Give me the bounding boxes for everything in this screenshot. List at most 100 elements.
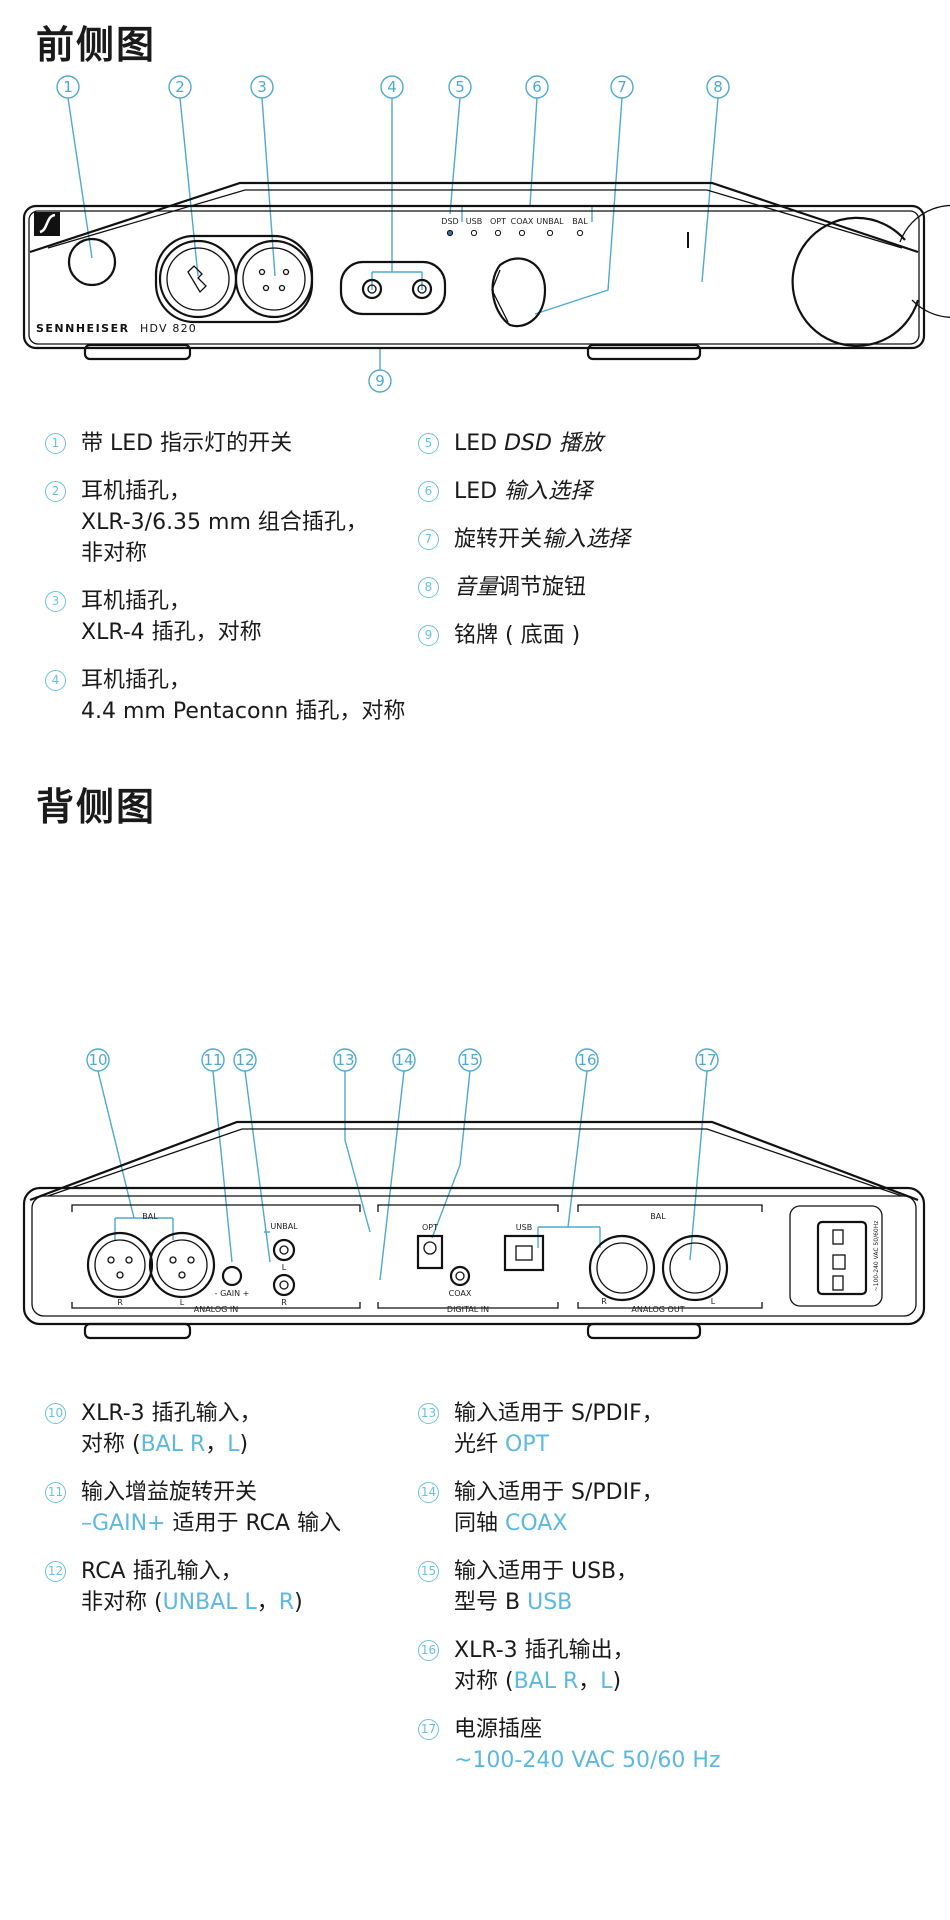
legend-text: 旋转开关 (454, 527, 543, 552)
gain-knob (221, 1265, 243, 1287)
callout-number: 16 (577, 1051, 596, 1069)
panel-label-analog-in: ANALOG IN (194, 1305, 239, 1314)
legend-text: DSD 播放 (504, 431, 603, 456)
legend-text: ， (578, 1669, 601, 1694)
callout-marker (333, 1048, 357, 1072)
panel-label-coax: COAX (449, 1289, 472, 1298)
legend-text: 适用于 RCA 输入 (165, 1511, 342, 1536)
callout-number: 13 (335, 1051, 354, 1069)
device-top-outline (29, 181, 919, 254)
legend-text: 输入增益旋转开关 (81, 1480, 258, 1505)
legend-line: 电源插座 (454, 1714, 721, 1745)
power-rating-label: ~100-240 VAC 50/60Hz (873, 1221, 880, 1292)
callout-leaders (97, 1070, 708, 1281)
panel-label-analog-out: ANALOG OUT (631, 1305, 684, 1314)
callout-number: 3 (257, 78, 267, 96)
legend-line: 耳机插孔， (81, 586, 405, 617)
legend-text: 非对称 ( (81, 1590, 163, 1615)
foot (586, 343, 702, 361)
legend-line: 非对称 (81, 538, 405, 569)
pentaconn-housing (339, 260, 447, 316)
legend-line: 音量调节旋钮 (454, 572, 630, 603)
legend-text: XLR-3 插孔输入， (81, 1401, 262, 1426)
legend-line: 输入增益旋转开关 (81, 1477, 341, 1508)
legend-text: XLR-3 插孔输出， (454, 1638, 635, 1663)
panel-label-r: R (281, 1298, 287, 1307)
panel-label-ref: ~100-240 VAC 50/60 Hz (454, 1748, 721, 1773)
item-number-badge: 16 (418, 1640, 439, 1661)
callout-marker (380, 75, 404, 99)
panel-label-r: R (601, 1297, 607, 1306)
led-label-coax: COAX (511, 217, 534, 226)
legend-text: ) (294, 1590, 303, 1615)
panel-label-ref: L (600, 1669, 613, 1694)
callout-marker (525, 75, 549, 99)
legend-text: 输入适用于 USB， (454, 1559, 639, 1584)
legend-line: 同轴 COAX (454, 1508, 721, 1539)
legend-text: 光纤 (454, 1432, 505, 1457)
panel-label-ref: UNBAL L (162, 1590, 257, 1615)
panel-label-gain: - GAIN + (215, 1289, 250, 1298)
legend-text: 输入适用于 S/PDIF， (454, 1401, 664, 1426)
led-indicator (446, 229, 454, 237)
legend-line: 耳机插孔， (81, 476, 405, 507)
callout-number: 1 (63, 78, 73, 96)
legend-line: LED DSD 播放 (454, 428, 630, 459)
legend-line: 光纤 OPT (454, 1429, 721, 1460)
device-top-outline (29, 1120, 919, 1202)
input-selector-knob (491, 257, 547, 328)
legend-text: XLR-3/6.35 mm 组合插孔， (81, 510, 368, 535)
item-number-badge: 12 (45, 1561, 66, 1582)
callout-number: 17 (697, 1051, 716, 1069)
led-indicator (470, 229, 478, 237)
led-indicator (546, 229, 554, 237)
legend-line: LED 输入选择 (454, 476, 630, 507)
callout-marker (56, 75, 80, 99)
power-inlet (816, 1220, 868, 1296)
legend-line: 输入适用于 USB， (454, 1556, 721, 1587)
item-number-badge: 4 (45, 670, 66, 691)
xlr-in-l (148, 1231, 216, 1299)
legend-text: 输入适用于 S/PDIF， (454, 1480, 664, 1505)
xlr-out-r (588, 1234, 656, 1302)
callout-marker (610, 75, 634, 99)
panel-label-bal-in: BAL (142, 1212, 158, 1221)
back-view-title: 背侧图 (36, 785, 157, 829)
legend-line: XLR-3 插孔输入， (81, 1398, 341, 1429)
legend-line: 对称 (BAL R，L) (454, 1666, 721, 1697)
item-number-badge: 9 (418, 625, 439, 646)
callout-number: 5 (455, 78, 465, 96)
callout-number: 9 (375, 372, 385, 390)
legend-text: LED (454, 479, 505, 504)
legend-text: 调节旋钮 (498, 575, 587, 600)
front-view-title: 前侧图 (36, 23, 157, 67)
panel-label-l: L (711, 1297, 716, 1306)
panel-label-ref: L (227, 1432, 240, 1457)
foot (83, 343, 192, 361)
legend-line: XLR-3/6.35 mm 组合插孔， (81, 507, 405, 538)
led-indicator (576, 229, 584, 237)
item-number-badge: 6 (418, 481, 439, 502)
panel-label-l: L (282, 1263, 287, 1272)
callout-marker (86, 1048, 110, 1072)
callout-number: 4 (387, 78, 397, 96)
callout-number: 15 (460, 1051, 479, 1069)
legend-line: XLR-4 插孔，对称 (81, 617, 405, 648)
back-panel (22, 1186, 926, 1326)
panel-label-digital-in: DIGITAL IN (447, 1305, 489, 1314)
legend-line: ~100-240 VAC 50/60 Hz (454, 1745, 721, 1776)
led-label-dsd: DSD (441, 217, 458, 226)
legend-text: 带 LED 指示灯的开关 (81, 431, 293, 456)
callout-leaders (67, 97, 719, 370)
item-number-badge: 11 (45, 1482, 66, 1503)
